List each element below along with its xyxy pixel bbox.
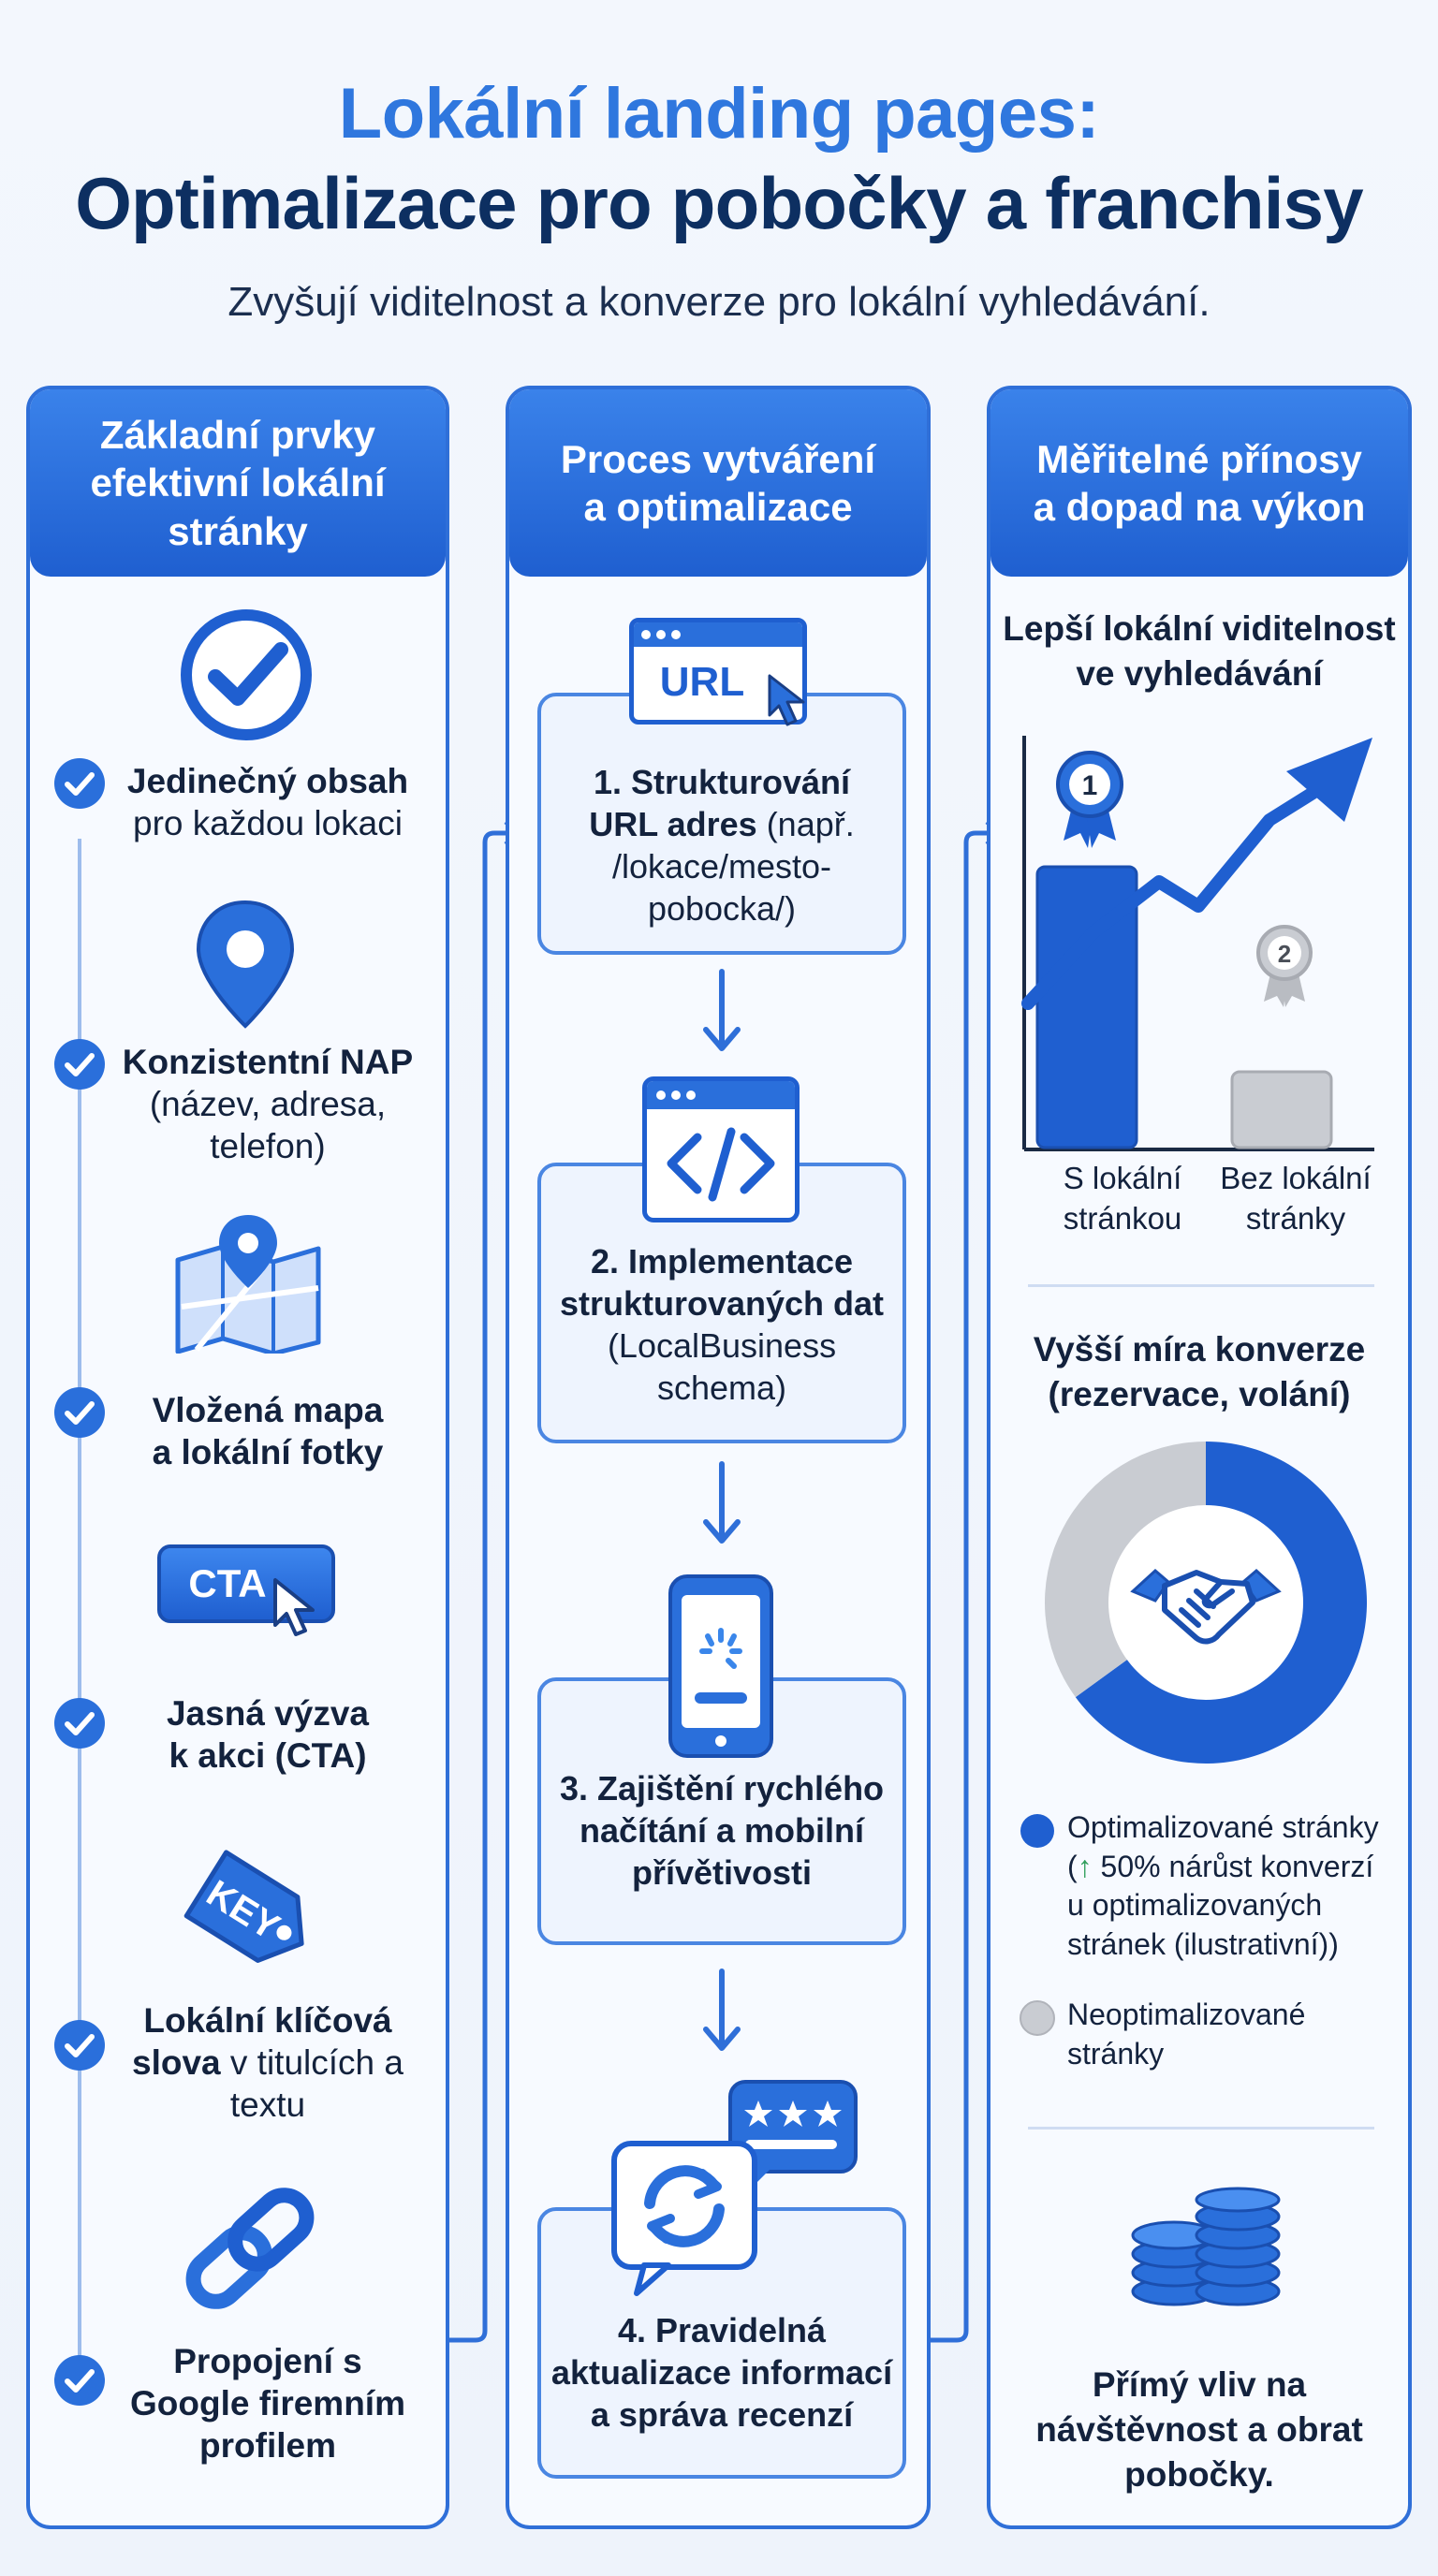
divider bbox=[1028, 1284, 1374, 1287]
down-arrow-icon bbox=[703, 1969, 741, 2051]
check-circle-icon bbox=[54, 758, 105, 809]
code-brackets-icon bbox=[667, 1127, 775, 1202]
key-tag-icon: KEY bbox=[183, 1850, 304, 1963]
conversion-title: Vyšší míra konverze (rezervace, volání) bbox=[1033, 1330, 1366, 1414]
legend-unoptimized: Neoptimalizované stránky bbox=[1067, 1998, 1306, 2071]
coins-stack-icon bbox=[1131, 2187, 1281, 2306]
check-circle-icon bbox=[54, 1039, 105, 1090]
benefits-column: Měřitelné přínosy a dopad na výkon Lepší… bbox=[987, 386, 1412, 2529]
rank-2-badge-icon: 2 bbox=[1256, 925, 1313, 1007]
legend-swatch-optimized bbox=[1020, 1814, 1054, 1848]
checkmark-badge-icon bbox=[181, 609, 312, 740]
browser-url-icon: URL bbox=[629, 618, 813, 728]
bar-1 bbox=[1035, 865, 1138, 1149]
process-column: Proces vytváření a optimalizace 1. Struk… bbox=[506, 386, 931, 2529]
check-circle-icon bbox=[54, 2020, 105, 2071]
elements-connector-line bbox=[78, 839, 81, 2393]
browser-code-icon bbox=[642, 1076, 800, 1222]
legend-optimized: Optimalizované stránky (↑ 50% nárůst kon… bbox=[1067, 1810, 1379, 1961]
trend-arrow-head bbox=[1286, 738, 1372, 822]
up-arrow-icon: ↑ bbox=[1077, 1849, 1093, 1883]
title-line-2: Optimalizace pro pobočky a franchisy bbox=[75, 162, 1363, 244]
svg-text:2: 2 bbox=[1278, 940, 1291, 968]
divider bbox=[1028, 2127, 1374, 2130]
cta-button-icon: CTA bbox=[157, 1544, 341, 1636]
benefits-heading: Měřitelné přínosy a dopad na výkon bbox=[990, 389, 1408, 577]
visibility-bar-chart: 1 2 bbox=[1021, 736, 1374, 1151]
element-item-6: Propojení s Google firemním profilem bbox=[130, 2342, 405, 2466]
mouse-cursor-icon bbox=[273, 1578, 315, 1636]
bar-2 bbox=[1230, 1070, 1333, 1149]
handshake-icon bbox=[1130, 1568, 1282, 1645]
folded-map-icon bbox=[175, 1215, 321, 1354]
impact-text: Přímý vliv na návštěvnost a obrat pobočk… bbox=[1035, 2365, 1363, 2495]
legend-swatch-unoptimized bbox=[1020, 2000, 1055, 2036]
process-step-3: 3. Zajištění rychlého načítání a mobilní… bbox=[537, 1677, 906, 1945]
svg-text:1: 1 bbox=[1082, 770, 1098, 801]
element-item-1: Jedinečný obsah pro každou lokaci bbox=[126, 762, 409, 843]
check-circle-icon bbox=[54, 1387, 105, 1438]
element-item-2: Konzistentní NAP (název, adresa, telefon… bbox=[122, 1043, 414, 1166]
conversion-donut-chart bbox=[1045, 1442, 1367, 1764]
bar-label-without: Bez lokální stránky bbox=[1220, 1161, 1372, 1236]
map-pin-icon bbox=[196, 900, 295, 1029]
element-item-5: Lokální klíčová slova v titulcích a text… bbox=[132, 2001, 404, 2125]
mouse-cursor-icon bbox=[768, 674, 805, 726]
chain-link-icon bbox=[185, 2188, 315, 2309]
element-item-4: Jasná výzva k akci (CTA) bbox=[166, 1694, 369, 1776]
elements-column: Základní prvky efektivní lokální stránky… bbox=[26, 386, 449, 2529]
down-arrow-icon bbox=[703, 1461, 741, 1544]
check-circle-icon bbox=[54, 2355, 105, 2406]
trend-arrow bbox=[1021, 785, 1321, 1010]
process-heading: Proces vytváření a optimalizace bbox=[509, 389, 927, 577]
subtitle: Zvyšují viditelnost a konverze pro lokál… bbox=[227, 279, 1211, 325]
mobile-loading-icon bbox=[668, 1574, 773, 1758]
review-refresh-icon bbox=[611, 2080, 858, 2296]
element-item-3: Vložená mapa a lokální fotky bbox=[152, 1391, 384, 1472]
process-step-1: 1. Strukturování URL adres (např. /lokac… bbox=[537, 693, 906, 955]
rank-1-badge-icon: 1 bbox=[1056, 751, 1123, 848]
down-arrow-icon bbox=[703, 969, 741, 1051]
visibility-title: Lepší lokální viditelnost ve vyhledávání bbox=[1003, 609, 1396, 694]
title-line-1: Lokální landing pages: bbox=[338, 74, 1100, 154]
elements-heading: Základní prvky efektivní lokální stránky bbox=[30, 389, 446, 577]
bar-label-with: S lokální stránkou bbox=[1063, 1161, 1182, 1236]
check-circle-icon bbox=[54, 1698, 105, 1749]
